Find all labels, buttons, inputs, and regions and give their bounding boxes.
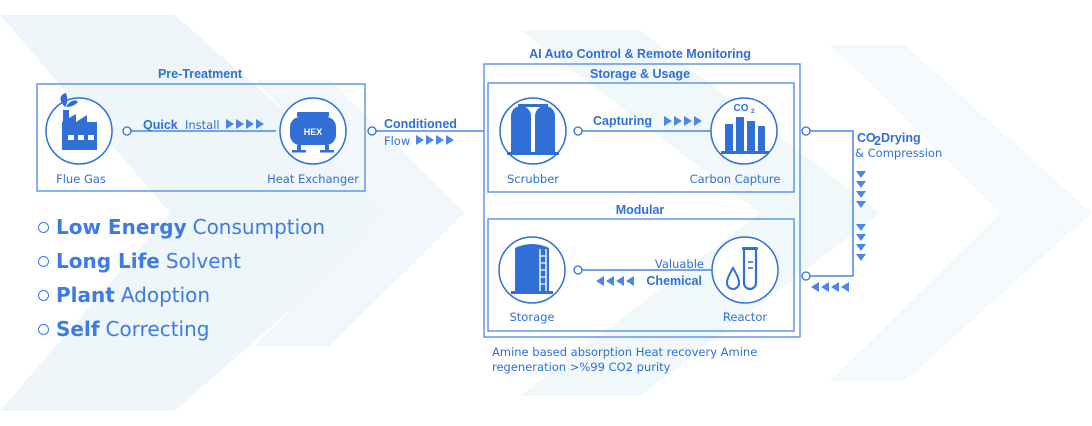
carbon-capture-icon: [721, 117, 769, 154]
capturing-label: Capturing: [593, 114, 652, 128]
modular-box: [487, 218, 795, 332]
heat-exchanger-icon: [290, 112, 336, 153]
port-carbon-capture: [801, 126, 811, 136]
circle-bullet-icon: [38, 323, 49, 335]
process-note: Amine based absorption Heat recovery Ami…: [492, 345, 758, 374]
storage-label: Storage: [510, 310, 555, 324]
reactor-node: [711, 236, 779, 304]
co2-drying-label: Drying: [881, 131, 921, 145]
bg-chevron-4: [830, 45, 1092, 381]
valuable-label: Valuable: [655, 257, 704, 271]
circle-bullet-icon: [38, 289, 49, 301]
feature-bold: Low Energy: [56, 215, 187, 239]
co2-drying-sub: 2: [874, 134, 881, 148]
quick-label: Quick: [143, 118, 178, 132]
storage-usage-title: Storage & Usage: [590, 67, 690, 81]
feature-item: Plant Adoption: [38, 278, 325, 312]
feature-text: Solvent: [165, 249, 242, 273]
hex-badge: HEX: [304, 127, 323, 137]
port-scrubber: [573, 126, 583, 136]
feature-bold: Self: [56, 317, 100, 341]
arrows-co2-return-left: [811, 282, 849, 292]
arrows-co2-drying-down: [856, 171, 866, 261]
co2-badge: CO: [734, 103, 749, 114]
feature-list: Low Energy Consumption Long Life Solvent…: [38, 210, 325, 346]
arrows-quick-install: [226, 119, 264, 129]
install-label: Install: [185, 118, 220, 132]
factory-icon: [60, 93, 97, 150]
chemical-label: Chemical: [646, 274, 702, 288]
feature-item: Low Energy Consumption: [38, 210, 325, 244]
port-storage: [573, 265, 583, 275]
storage-tank-icon: [511, 244, 553, 294]
port-pretreatment-out: [367, 126, 377, 136]
control-box: [483, 63, 801, 338]
feature-text: Adoption: [120, 283, 211, 307]
co2-badge-sub: 2: [751, 108, 755, 115]
bg-chevron-2: [255, 80, 465, 346]
reactor-label: Reactor: [723, 310, 767, 324]
scrubber-icon: [507, 104, 559, 155]
circle-bullet-icon: [38, 221, 49, 233]
control-title: AI Auto Control & Remote Monitoring: [529, 47, 751, 61]
circle-bullet-icon: [38, 255, 49, 267]
feature-text: Consumption: [192, 215, 326, 239]
heat-exchanger-node: HEX: [279, 97, 347, 165]
bg-chevron-3: [520, 30, 880, 396]
heat-exchanger-label: Heat Exchanger: [267, 172, 359, 186]
compression-label: & Compression: [855, 146, 942, 160]
feature-text: Correcting: [105, 317, 210, 341]
connector-co2-drying: [810, 130, 854, 277]
carbon-capture-label: Carbon Capture: [690, 172, 781, 186]
arrows-conditioned-flow: [416, 135, 454, 145]
flue-gas-node: [45, 93, 113, 165]
pretreatment-box: [36, 83, 366, 192]
flow-label: Flow: [384, 134, 410, 148]
flue-gas-label: Flue Gas: [56, 172, 106, 186]
port-flue-gas: [122, 126, 132, 136]
test-tube-icon: [725, 247, 758, 291]
arrows-valuable-chemical: [596, 276, 634, 286]
storage-usage-box: [487, 82, 795, 193]
pretreatment-title: Pre-Treatment: [158, 67, 243, 81]
conditioned-label: Conditioned: [384, 117, 457, 131]
carbon-capture-node: CO 2: [710, 97, 778, 165]
feature-item: Long Life Solvent: [38, 244, 325, 278]
feature-item: Self Correcting: [38, 312, 325, 346]
feature-bold: Plant: [56, 283, 115, 307]
feature-bold: Long Life: [56, 249, 160, 273]
scrubber-node: [499, 97, 567, 165]
arrows-capturing: [664, 116, 702, 126]
scrubber-label: Scrubber: [507, 172, 559, 186]
co2-drying-co: CO: [857, 131, 876, 145]
storage-node: [498, 236, 566, 304]
port-reactor-in: [801, 271, 811, 281]
modular-title: Modular: [616, 203, 665, 217]
